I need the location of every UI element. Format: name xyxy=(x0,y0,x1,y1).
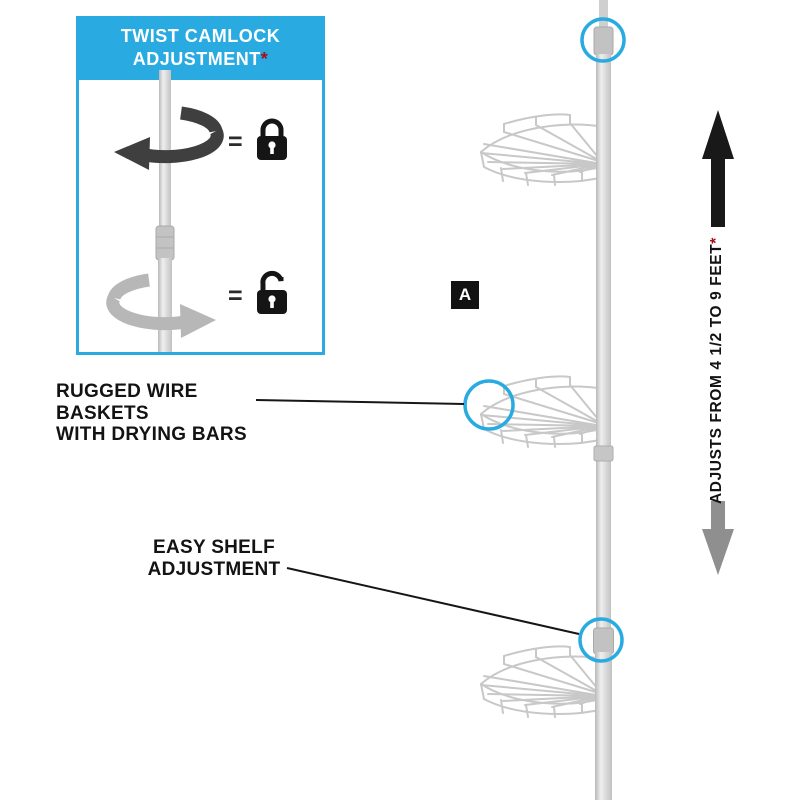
marker-a-badge: A xyxy=(451,281,479,309)
shelf-label-line1: EASY SHELF xyxy=(153,537,275,558)
shelf-label: EASY SHELF ADJUSTMENT xyxy=(134,537,294,580)
camlock-highlight-circle xyxy=(580,17,626,63)
callout-title-line2: ADJUSTMENT xyxy=(132,49,261,70)
basket-highlight-circle xyxy=(463,379,515,431)
callout-title-line1: TWIST CAMLOCK xyxy=(120,26,281,46)
callout-title-asterisk: * xyxy=(260,49,269,70)
shelf-adjust-highlight-circle xyxy=(578,617,624,663)
baskets-label: RUGGED WIRE BASKETS WITH DRYING BARS xyxy=(56,381,247,446)
baskets-leader-line xyxy=(255,399,465,405)
shelf-leader-line xyxy=(286,567,580,635)
baskets-label-line3: WITH DRYING BARS xyxy=(56,424,247,446)
up-arrow xyxy=(702,110,734,227)
top-basket xyxy=(480,113,605,186)
callout-title: TWIST CAMLOCK ADJUSTMENT* xyxy=(79,19,322,80)
height-adjust-note: ADJUSTS FROM 4 1/2 TO 9 FEET* xyxy=(708,230,726,504)
height-adjust-asterisk: * xyxy=(708,237,725,244)
middle-basket xyxy=(480,375,605,448)
equals-sign-locked: = xyxy=(228,128,243,156)
equals-sign-unlocked: = xyxy=(228,282,243,310)
baskets-label-line1: RUGGED WIRE xyxy=(56,381,198,402)
height-adjust-text: ADJUSTS FROM 4 1/2 TO 9 FEET xyxy=(708,243,725,504)
shelf-label-line2: ADJUSTMENT xyxy=(147,558,281,580)
camlock-callout-box: TWIST CAMLOCK ADJUSTMENT* xyxy=(76,16,325,355)
baskets-label-line2: BASKETS xyxy=(56,402,149,424)
tension-pole xyxy=(593,0,614,800)
down-arrow xyxy=(702,501,734,575)
bottom-basket xyxy=(480,645,605,718)
